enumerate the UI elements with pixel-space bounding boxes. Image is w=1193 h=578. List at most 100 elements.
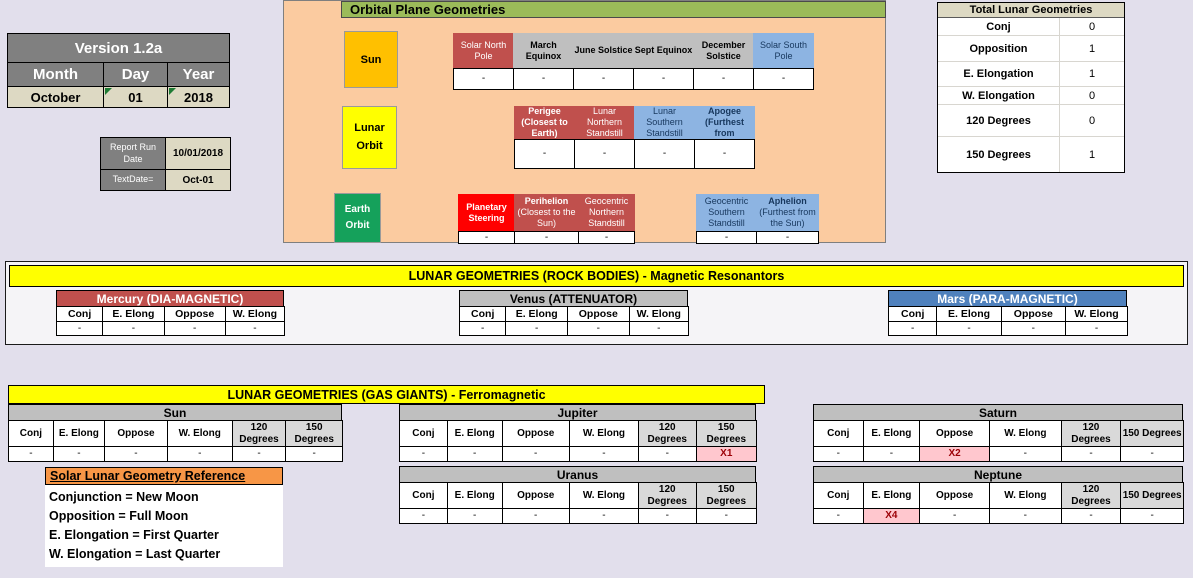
venus-table-title: Venus (ATTENUATOR)	[459, 290, 688, 307]
sun-gas-value-row: ------	[8, 446, 343, 462]
totals-label: 120 Degrees	[938, 105, 1060, 136]
value-cell: -	[637, 446, 697, 462]
totals-label: Conj	[938, 18, 1060, 35]
value-cell: -	[166, 446, 233, 462]
reference-title: Solar Lunar Geometry Reference	[45, 467, 283, 485]
jupiter-table-title: Jupiter	[399, 404, 756, 421]
totals-value: 1	[1088, 68, 1096, 80]
neptune-table-title: Neptune	[813, 466, 1183, 483]
lunar-value-cell: -	[514, 139, 575, 169]
value-cell: -	[936, 321, 1002, 336]
value-cell: -	[102, 321, 165, 336]
column-header: 150 Degrees	[1120, 420, 1184, 447]
column-header: 120 Degrees	[637, 420, 697, 447]
value-cell: X4	[862, 508, 921, 524]
value-cell: X2	[919, 446, 991, 462]
earth-value-cell: -	[578, 231, 635, 244]
column-header: 150 Degrees	[285, 420, 343, 447]
mercury-table-title: Mercury (DIA-MAGNETIC)	[56, 290, 284, 307]
column-header: Conj	[888, 306, 938, 322]
day-column-header: Day	[103, 62, 168, 87]
saturn-table-title: Saturn	[813, 404, 1183, 421]
value-cell: -	[695, 508, 757, 524]
value-cell: -	[1060, 508, 1122, 524]
earth-value-row-right: --	[696, 231, 819, 244]
lunar-value-cell: -	[574, 139, 635, 169]
column-header: 120 Degrees	[1060, 420, 1122, 447]
value-cell: -	[459, 321, 507, 336]
value-cell: -	[8, 446, 54, 462]
cell-note-triangle	[169, 88, 176, 95]
totals-value: 0	[1088, 89, 1096, 102]
column-header: Conj	[813, 420, 864, 447]
sun-value-cell: -	[453, 68, 514, 90]
version-title: Version 1.2a	[7, 33, 230, 63]
textdate-value: Oct-01	[165, 169, 231, 191]
month-column-header: Month	[7, 62, 104, 87]
sun-value-cell: -	[513, 68, 574, 90]
totals-row: Opposition 1	[938, 36, 1124, 62]
totals-value: 1	[1088, 42, 1096, 55]
column-header: Oppose	[103, 420, 168, 447]
earth-value-row-left: ---	[458, 231, 635, 244]
value-cell: -	[888, 321, 938, 336]
value-cell: -	[103, 446, 168, 462]
totals-value: 1	[1088, 148, 1096, 161]
column-header: W. Elong	[989, 420, 1062, 447]
totals-title: Total Lunar Geometries	[938, 3, 1124, 18]
lunar-header-row: Perigee(Closest to Earth)Lunar Northern …	[514, 106, 755, 139]
totals-label: 150 Degrees	[938, 137, 1060, 172]
column-header: Oppose	[919, 420, 991, 447]
total-lunar-geometries-table: Total Lunar Geometries Conj 0 Opposition…	[937, 2, 1125, 173]
column-header: 150 Degrees	[695, 482, 757, 509]
value-cell: -	[862, 446, 921, 462]
column-header: E. Elong	[446, 420, 503, 447]
sun-value-cell: -	[573, 68, 634, 90]
year-input-cell[interactable]: 2018	[167, 86, 230, 108]
value-cell: -	[501, 446, 570, 462]
value-cell: -	[505, 321, 568, 336]
reference-line: Conjunction = New Moon	[49, 489, 199, 504]
gas-giants-banner: LUNAR GEOMETRIES (GAS GIANTS) - Ferromag…	[8, 385, 765, 404]
mars-table-title: Mars (PARA-MAGNETIC)	[888, 290, 1127, 307]
earth-column-header: Geocentric Northern Standstill	[578, 194, 635, 231]
column-header: E. Elong	[52, 420, 105, 447]
value-cell: -	[813, 446, 864, 462]
value-cell: -	[1120, 446, 1184, 462]
version-box: Version 1.2a Month Day Year October 01 2…	[7, 33, 230, 108]
value-cell: -	[399, 508, 448, 524]
totals-value: 0	[1088, 114, 1096, 127]
column-header: W. Elong	[628, 306, 690, 322]
value-cell: -	[1065, 321, 1129, 336]
earth-column-header: Planetary Steering	[458, 194, 515, 231]
column-header: Conj	[56, 306, 104, 322]
sun-gas-table-title: Sun	[8, 404, 342, 421]
day-input-cell[interactable]: 01	[103, 86, 168, 108]
value-cell: -	[568, 508, 639, 524]
earth-column-header: Perihelion(Closest to the Sun)	[514, 194, 579, 231]
column-header: 120 Degrees	[231, 420, 287, 447]
month-input-cell[interactable]: October	[7, 86, 104, 108]
year-value: 2018	[184, 89, 213, 105]
earth-value-cell: -	[514, 231, 579, 244]
column-header: Oppose	[567, 306, 630, 322]
lunar-orbit-label-box: Lunar Orbit	[342, 106, 397, 169]
reference-line: W. Elongation = Last Quarter	[49, 546, 221, 561]
cell-note-triangle	[105, 88, 112, 95]
sun-value-cell: -	[633, 68, 694, 90]
column-header: 120 Degrees	[1060, 482, 1122, 509]
value-cell: -	[52, 446, 105, 462]
